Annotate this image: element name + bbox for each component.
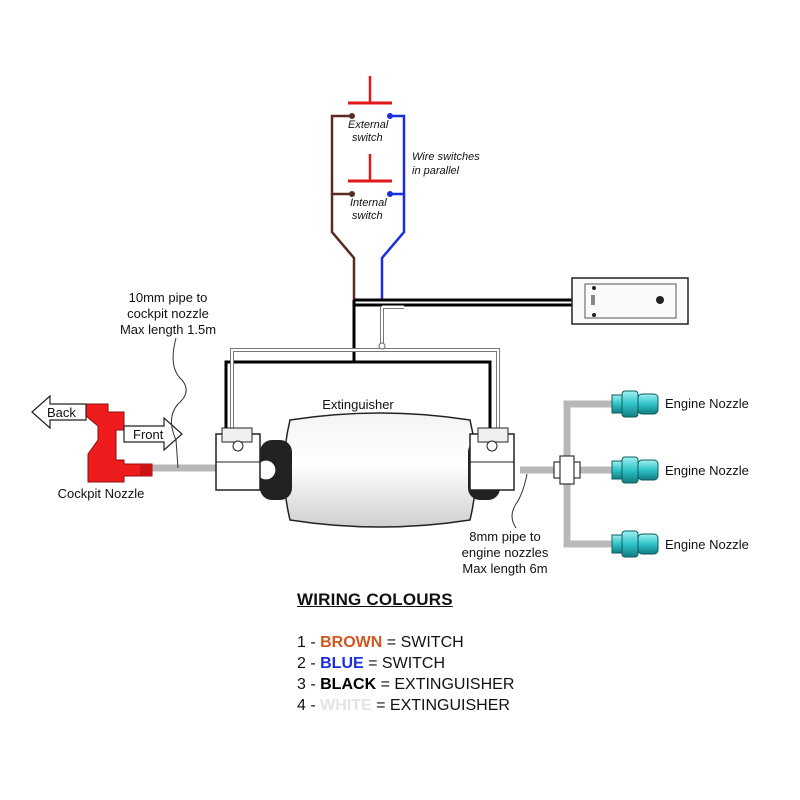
- engine-nozzle-icon: [611, 390, 659, 418]
- engine-nozzle-label: Engine Nozzle: [665, 537, 749, 552]
- legend-colour: BLUE: [320, 655, 364, 672]
- engine-nozzle-icon: [611, 530, 659, 558]
- pipe-10mm-label: cockpit nozzle: [127, 306, 209, 321]
- legend-row: 4 - WHITE = EXTINGUISHER: [297, 695, 514, 716]
- external-switch-label: External: [348, 119, 389, 131]
- legend-colour: WHITE: [320, 697, 372, 714]
- legend-number: 3 -: [297, 676, 321, 693]
- legend-meaning: = SWITCH: [363, 655, 446, 672]
- black-harness: [354, 298, 575, 307]
- leader-line-10mm: [171, 337, 187, 469]
- engine-nozzle-icon: [611, 456, 659, 484]
- white-wire: [230, 305, 500, 435]
- back-label: Back: [47, 405, 76, 420]
- left-valve: [215, 427, 261, 491]
- legend-meaning: = EXTINGUISHER: [376, 676, 515, 693]
- extinguisher-label: Extinguisher: [322, 397, 394, 412]
- legend-number: 2 -: [297, 655, 321, 672]
- pipe-10mm-label: Max length 1.5m: [120, 322, 216, 337]
- engine-nozzle-label: Engine Nozzle: [665, 396, 749, 411]
- legend-colour: BROWN: [320, 634, 383, 651]
- black-wire-extinguisher: [224, 360, 492, 435]
- front-arrow: [123, 416, 183, 452]
- wiring-legend: WIRING COLOURS 1 - BROWN = SWITCH 2 - BL…: [297, 590, 514, 716]
- extinguisher-tank: [255, 412, 505, 528]
- front-label: Front: [133, 427, 164, 442]
- internal-switch-label: Internal: [350, 197, 387, 209]
- leader-line-8mm: [511, 473, 528, 529]
- engine-nozzle-label: Engine Nozzle: [665, 463, 749, 478]
- internal-switch-label: switch: [352, 210, 383, 222]
- brown-wire: [330, 114, 356, 302]
- legend-meaning: = EXTINGUISHER: [371, 697, 510, 714]
- internal-switch: [348, 154, 393, 197]
- legend-colour: BLACK: [320, 676, 377, 693]
- external-switch: [348, 76, 393, 119]
- legend-row: 3 - BLACK = EXTINGUISHER: [297, 674, 514, 695]
- control-box: [571, 277, 689, 325]
- pipe-8mm-label: engine nozzles: [462, 545, 549, 560]
- pipe-tee: [553, 455, 581, 485]
- legend-title: WIRING COLOURS: [297, 590, 453, 609]
- pipe-10mm-label: 10mm pipe to: [129, 290, 208, 305]
- legend-row: 2 - BLUE = SWITCH: [297, 653, 514, 674]
- external-switch-label: switch: [352, 132, 383, 144]
- pipe-8mm-label: 8mm pipe to: [469, 529, 541, 544]
- wire-parallel-label: in parallel: [412, 165, 460, 177]
- right-valve: [469, 427, 515, 491]
- wire-parallel-label: Wire switches: [412, 151, 480, 163]
- back-arrow: [31, 394, 87, 430]
- legend-row: 1 - BROWN = SWITCH: [297, 632, 514, 653]
- legend-number: 1 -: [297, 634, 321, 651]
- cockpit-nozzle-label: Cockpit Nozzle: [58, 486, 145, 501]
- cockpit-nozzle: [85, 403, 153, 483]
- legend-number: 4 -: [297, 697, 321, 714]
- pipe-8mm-label: Max length 6m: [462, 561, 547, 576]
- legend-meaning: = SWITCH: [382, 634, 464, 651]
